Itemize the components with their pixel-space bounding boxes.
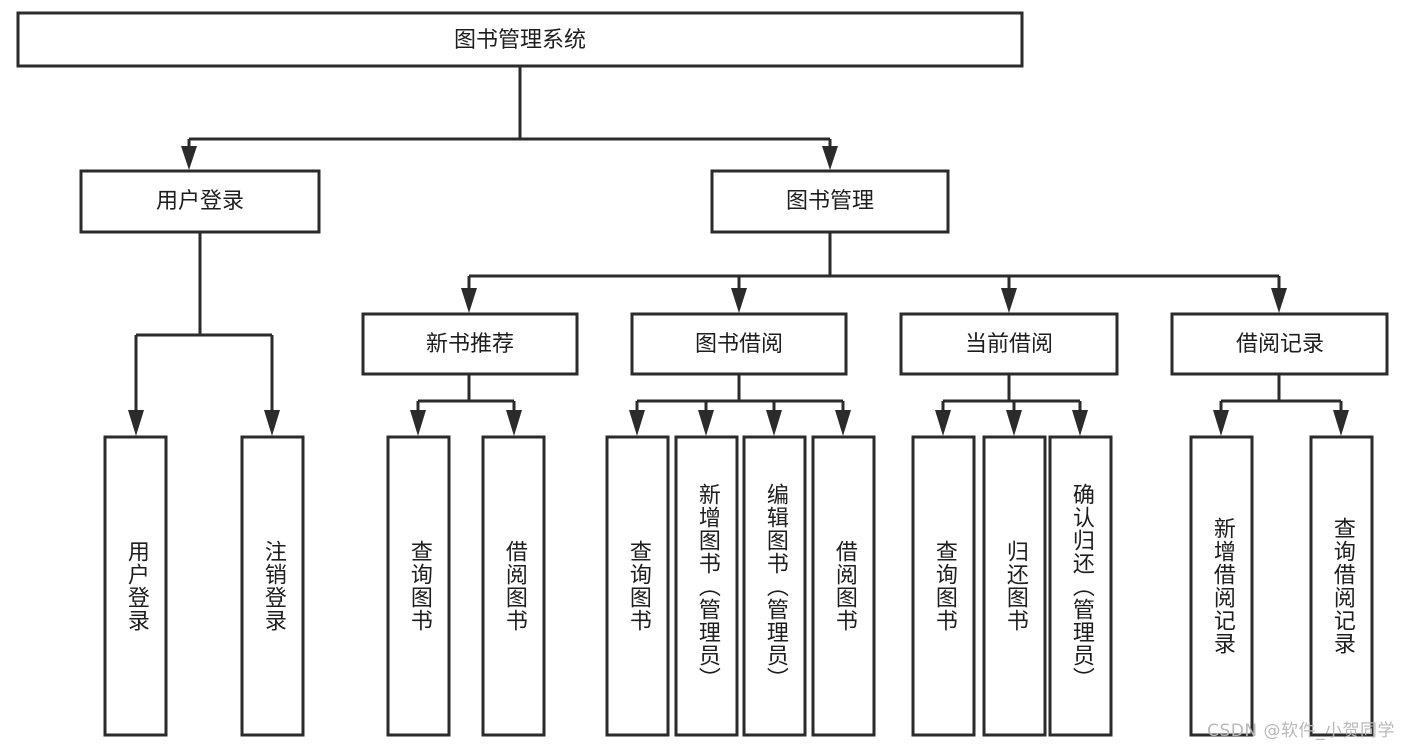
arrow-head-nbr-leaf-1	[410, 410, 426, 436]
node-box-leaf-7[interactable]	[811, 435, 876, 737]
node-box-leaf-2[interactable]	[386, 435, 451, 737]
arrow-head-bb-leaf-4	[835, 410, 851, 436]
arrow-head-br-leaf-2	[1333, 410, 1349, 436]
node-label-new-book-rec: 新书推荐	[426, 332, 514, 357]
node-box-book-borrow[interactable]	[630, 312, 848, 376]
node-label-book-borrow: 图书借阅	[695, 332, 783, 357]
arrow-head-leaf-user-login	[128, 410, 144, 436]
node-box-root[interactable]	[16, 11, 1024, 68]
node-box-leaf-3[interactable]	[481, 435, 546, 737]
arrow-head-leaf-logout	[264, 410, 280, 436]
arrow-head-book-borrow	[731, 288, 747, 313]
node-box-leaf-6[interactable]	[742, 435, 807, 737]
connector-layer	[128, 66, 1349, 436]
node-box-book-mgmt[interactable]	[710, 169, 950, 234]
arrow-head-bb-leaf-2	[698, 410, 714, 436]
node-label-book-mgmt: 图书管理	[786, 189, 874, 214]
node-box-leaf-8[interactable]	[911, 435, 976, 737]
node-box-current-borrow[interactable]	[899, 312, 1119, 376]
node-box-leaf-1[interactable]	[240, 435, 305, 737]
node-box-leaf-12[interactable]	[1309, 435, 1374, 737]
node-label-current-borrow: 当前借阅	[965, 332, 1053, 357]
arrow-head-bb-leaf-3	[766, 410, 782, 436]
node-box-leaf-4[interactable]	[605, 435, 670, 737]
arrow-head-bb-leaf-1	[629, 410, 645, 436]
arrow-head-cb-leaf-1	[935, 410, 951, 436]
arrow-head-book-mgmt	[822, 146, 838, 170]
node-layer: 图书管理系统 用户登录 图书管理 新书推荐 图书借阅 当前借阅 借阅记录	[16, 11, 1389, 737]
node-box-leaf-5[interactable]	[674, 435, 739, 737]
node-box-new-book-rec[interactable]	[361, 312, 579, 376]
arrow-head-user-login	[181, 146, 197, 170]
node-label-borrow-record: 借阅记录	[1236, 332, 1324, 357]
arrow-head-cb-leaf-3	[1072, 410, 1088, 436]
node-box-user-login[interactable]	[79, 169, 321, 234]
node-box-leaf-9[interactable]	[982, 435, 1047, 737]
node-box-leaf-0[interactable]	[103, 435, 168, 737]
csdn-watermark: CSDN @软件_小贺同学	[1207, 721, 1395, 741]
arrow-head-new-book-rec	[461, 288, 477, 313]
node-label-user-login: 用户登录	[156, 189, 244, 214]
arrow-head-borrow-record	[1271, 288, 1287, 313]
node-label-root: 图书管理系统	[454, 28, 586, 53]
arrow-head-br-leaf-1	[1213, 410, 1229, 436]
node-box-leaf-10[interactable]	[1048, 435, 1113, 737]
arrow-head-cb-leaf-2	[1006, 410, 1022, 436]
node-box-leaf-11[interactable]	[1189, 435, 1254, 737]
arrow-head-nbr-leaf-2	[506, 410, 522, 436]
arrow-head-current-borrow	[1001, 288, 1017, 313]
node-box-borrow-record[interactable]	[1170, 312, 1389, 376]
